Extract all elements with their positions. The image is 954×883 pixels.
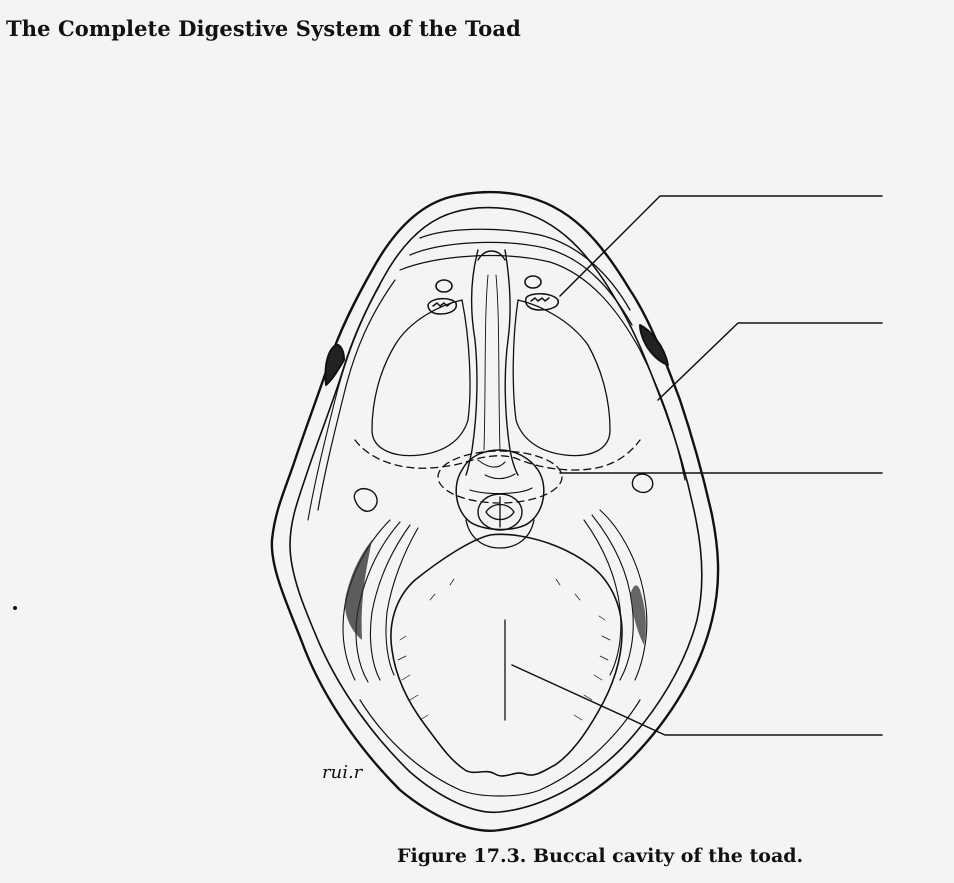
signature-text: rui.r [322, 762, 364, 783]
left-eustachian-opening [353, 488, 378, 512]
leader-line-2 [657, 322, 883, 401]
margin-dot [13, 606, 17, 610]
jaw-line-1 [419, 228, 631, 311]
lower-jaw-inner [359, 699, 641, 797]
tongue-texture [397, 578, 611, 721]
left-eye [324, 343, 345, 386]
dashed-palate-outline [354, 439, 641, 471]
gullet [455, 449, 545, 531]
jaw-line-5 [307, 284, 381, 521]
palate-ridge-tip [477, 250, 506, 261]
head-outline-outer [270, 190, 720, 832]
figure-caption: Figure 17.3. Buccal cavity of the toad. [397, 845, 804, 867]
left-muscle-fill [344, 540, 372, 640]
right-palate-region [512, 299, 611, 457]
tongue [390, 533, 623, 777]
right-naris [524, 275, 542, 289]
artist-signature: rui.r [322, 762, 364, 783]
right-muscle-fill [630, 585, 646, 645]
glottis [477, 493, 523, 531]
left-palate-region [371, 299, 471, 457]
left-naris [435, 279, 453, 293]
right-vomerine-teeth [524, 293, 559, 311]
right-eye [639, 324, 669, 366]
leader-line-1 [559, 195, 883, 297]
jaw-line-2 [409, 241, 633, 326]
jaw-line-4 [317, 279, 396, 511]
glottis-slit [485, 496, 515, 528]
gullet-base [465, 519, 535, 549]
palate-ridge-left [465, 249, 479, 476]
head-outline-inner [289, 206, 703, 814]
leader-line-4 [511, 664, 883, 736]
right-eustachian-opening [631, 473, 654, 494]
page-title: The Complete Digestive System of the Toa… [6, 16, 521, 41]
palate-ridge-inner [483, 274, 501, 451]
jaw-line-3 [399, 254, 686, 481]
left-vomerine-teeth [427, 297, 458, 315]
palate-ridge-right [504, 249, 519, 476]
gullet-folds [469, 459, 533, 495]
